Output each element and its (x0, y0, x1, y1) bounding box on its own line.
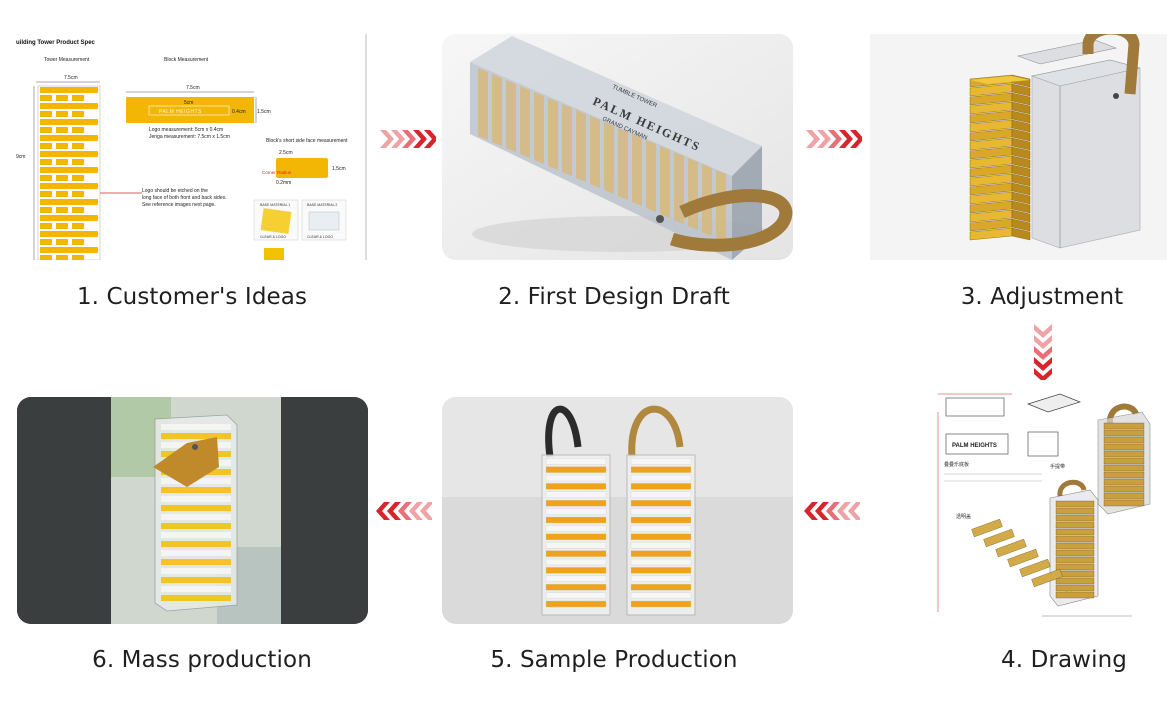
svg-text:0.4cm: 0.4cm (232, 109, 246, 115)
svg-text:5cm: 5cm (184, 100, 193, 106)
mass-production-image (17, 397, 368, 624)
svg-text:1.5cm: 1.5cm (257, 109, 271, 115)
block-logo: PALM HEIGHTS (159, 109, 202, 115)
step-label-1: 1. Customer's Ideas (76, 284, 308, 310)
svg-text:9cm: 9cm (16, 154, 25, 160)
arrow-right-2-to-3 (806, 130, 862, 148)
step-label-3: 3. Adjustment (960, 284, 1124, 310)
jenga-measure: Jenga measurement: 7.5cm x 1.5cm (149, 134, 230, 140)
customer-ideas-image: uilding Tower Product Spec Tower Measure… (14, 34, 368, 260)
short-face-heading: Block's short side face measurement (266, 138, 348, 144)
step-label-5: 5. Sample Production (490, 647, 738, 673)
svg-text:7.5cm: 7.5cm (186, 85, 200, 91)
etch-note-1: Logo should be etched on the (142, 188, 208, 194)
svg-text:叠叠乐底板: 叠叠乐底板 (944, 461, 969, 468)
step-label-6: 6. Mass production (92, 647, 312, 673)
arrow-left-4-to-5 (804, 502, 860, 520)
first-design-draft-image: PALM HEIGHTS GRAND CAYMAN TUMBLE TOWER (442, 34, 793, 260)
spec-title: uilding Tower Product Spec (16, 40, 96, 46)
svg-text:透明盖: 透明盖 (956, 513, 971, 520)
svg-text:CLEAR & LOGO: CLEAR & LOGO (260, 235, 286, 239)
arrow-left-5-to-6 (376, 502, 432, 520)
drawing-image: PALM HEIGHTS 叠叠乐底板 手提带 透明盖 盒子 (932, 384, 1167, 624)
svg-text:BASE MATERIAL 1: BASE MATERIAL 1 (260, 203, 290, 207)
step-label-2: 2. First Design Draft (498, 284, 730, 310)
drawing-brand: PALM HEIGHTS (952, 443, 997, 449)
svg-text:手提带: 手提带 (1050, 463, 1065, 470)
arrow-right-1-to-2 (380, 130, 436, 148)
svg-text:Corner Radius: Corner Radius (262, 170, 292, 175)
block-heading: Block Measurement (164, 57, 209, 63)
etch-note-2: long face of both front and back sides. (142, 195, 227, 201)
svg-text:1.5cm: 1.5cm (332, 166, 346, 172)
adjustment-image (870, 34, 1167, 260)
svg-text:2.5cm: 2.5cm (279, 150, 293, 156)
arrow-down-3-to-4 (1034, 324, 1052, 380)
svg-text:0.2mm: 0.2mm (276, 180, 291, 186)
sample-production-image (442, 397, 793, 624)
svg-text:CLEAR & LOGO: CLEAR & LOGO (307, 235, 333, 239)
svg-text:7.5cm: 7.5cm (64, 75, 78, 81)
tower-heading: Tower Measurement (44, 57, 90, 63)
tower-measurement-drawing (37, 85, 101, 260)
step-label-4: 4. Drawing (1001, 647, 1127, 673)
logo-measure: Logo measurement: 5cm x 0.4cm (149, 127, 223, 133)
svg-text:BASE MATERIAL 2: BASE MATERIAL 2 (307, 203, 337, 207)
etch-note-3: See reference images next page. (142, 202, 216, 208)
